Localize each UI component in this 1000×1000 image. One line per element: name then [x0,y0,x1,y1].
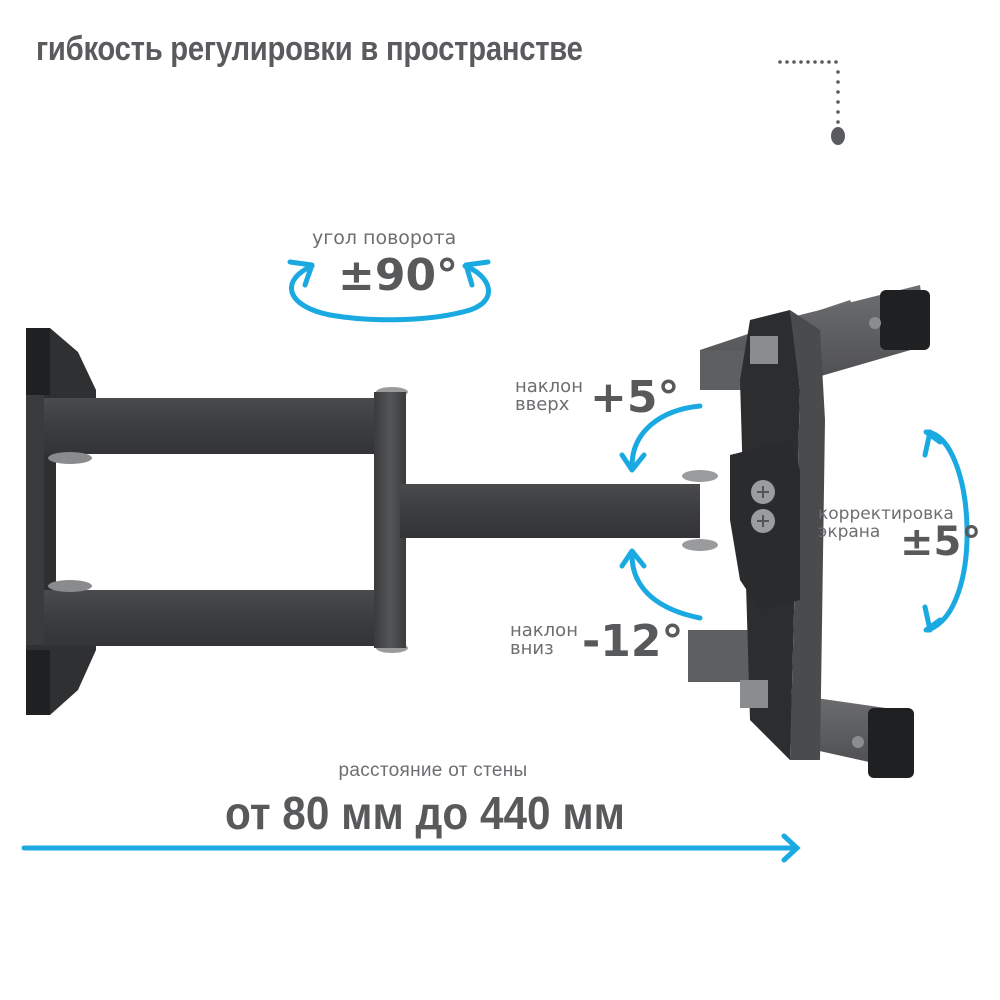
tilt-down-label-2: вниз [510,638,554,659]
swivel-value: ±90° [338,250,459,301]
lower-arm [44,580,408,653]
leveling-label-2: экрана [818,522,881,542]
tilt-up-value: +5° [590,372,680,423]
leveling-value: ±5° [900,519,982,565]
page-title: гибкость регулировки в пространстве [36,30,583,68]
vesa-bracket [688,285,930,778]
rotate-horizontal-icon [289,263,491,323]
tilt-up-label-1: наклон [515,376,583,397]
arrow-curved-down-icon [629,403,703,469]
arrow-curved-up-icon [629,552,703,621]
arrow-right-icon [21,833,801,863]
leveling-label-1: корректировка [818,504,954,524]
tilt-down-value: -12° [582,616,684,667]
tilt-up-label-2: вверх [515,394,570,415]
swivel-label: угол поворота [312,227,457,249]
distance-value: от 80 мм до 440 мм [225,787,625,839]
tilt-down-label-1: наклон [510,620,578,641]
rotate-vertical-icon [925,429,970,633]
extension-arm [400,470,718,551]
distance-label: расстояние от стены [338,760,528,781]
